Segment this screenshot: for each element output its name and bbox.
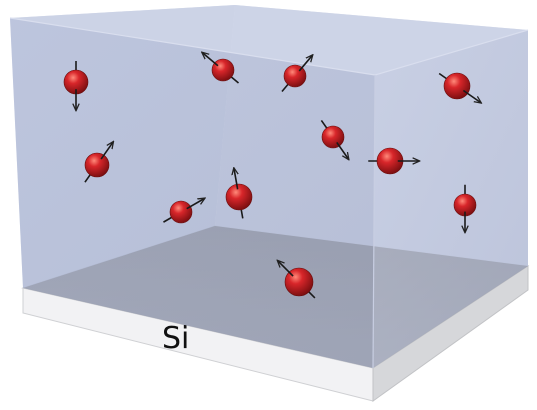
spin-arrow-icon <box>202 53 219 67</box>
particle-sphere <box>84 152 110 178</box>
spin-arrow-icon <box>234 168 238 190</box>
substrate-label: Si <box>162 321 189 356</box>
spin-particle <box>63 61 89 110</box>
particle-group <box>63 53 481 299</box>
spin-arrow-icon <box>462 89 480 102</box>
spin-particle <box>368 147 419 175</box>
spin-arrow-icon <box>298 55 312 72</box>
particle-sphere <box>211 58 235 82</box>
spin-arrow-icon <box>100 142 113 160</box>
particle-sphere <box>169 200 193 224</box>
spin-particle <box>202 53 240 84</box>
box-front-edge <box>372 74 376 369</box>
box-top-face <box>10 5 528 75</box>
particle-sphere <box>321 125 345 149</box>
spin-particle <box>225 168 253 219</box>
box-front-wall <box>10 18 375 368</box>
spin-particle <box>278 261 316 299</box>
spin-arrow-icon <box>278 261 294 277</box>
spin-particle <box>438 72 481 103</box>
spin-arrow-icon <box>186 199 205 210</box>
spin-particle <box>281 55 312 93</box>
particle-sphere <box>225 183 253 211</box>
particle-sphere <box>443 72 471 100</box>
particle-sphere <box>283 64 307 88</box>
spin-arrow-icon <box>336 141 349 159</box>
substrate-side-face <box>372 265 529 402</box>
spin-particle <box>84 142 113 183</box>
spin-particle <box>453 184 477 232</box>
box-right-wall <box>373 30 528 368</box>
spin-particle <box>163 199 204 224</box>
spin-particle <box>320 119 349 159</box>
